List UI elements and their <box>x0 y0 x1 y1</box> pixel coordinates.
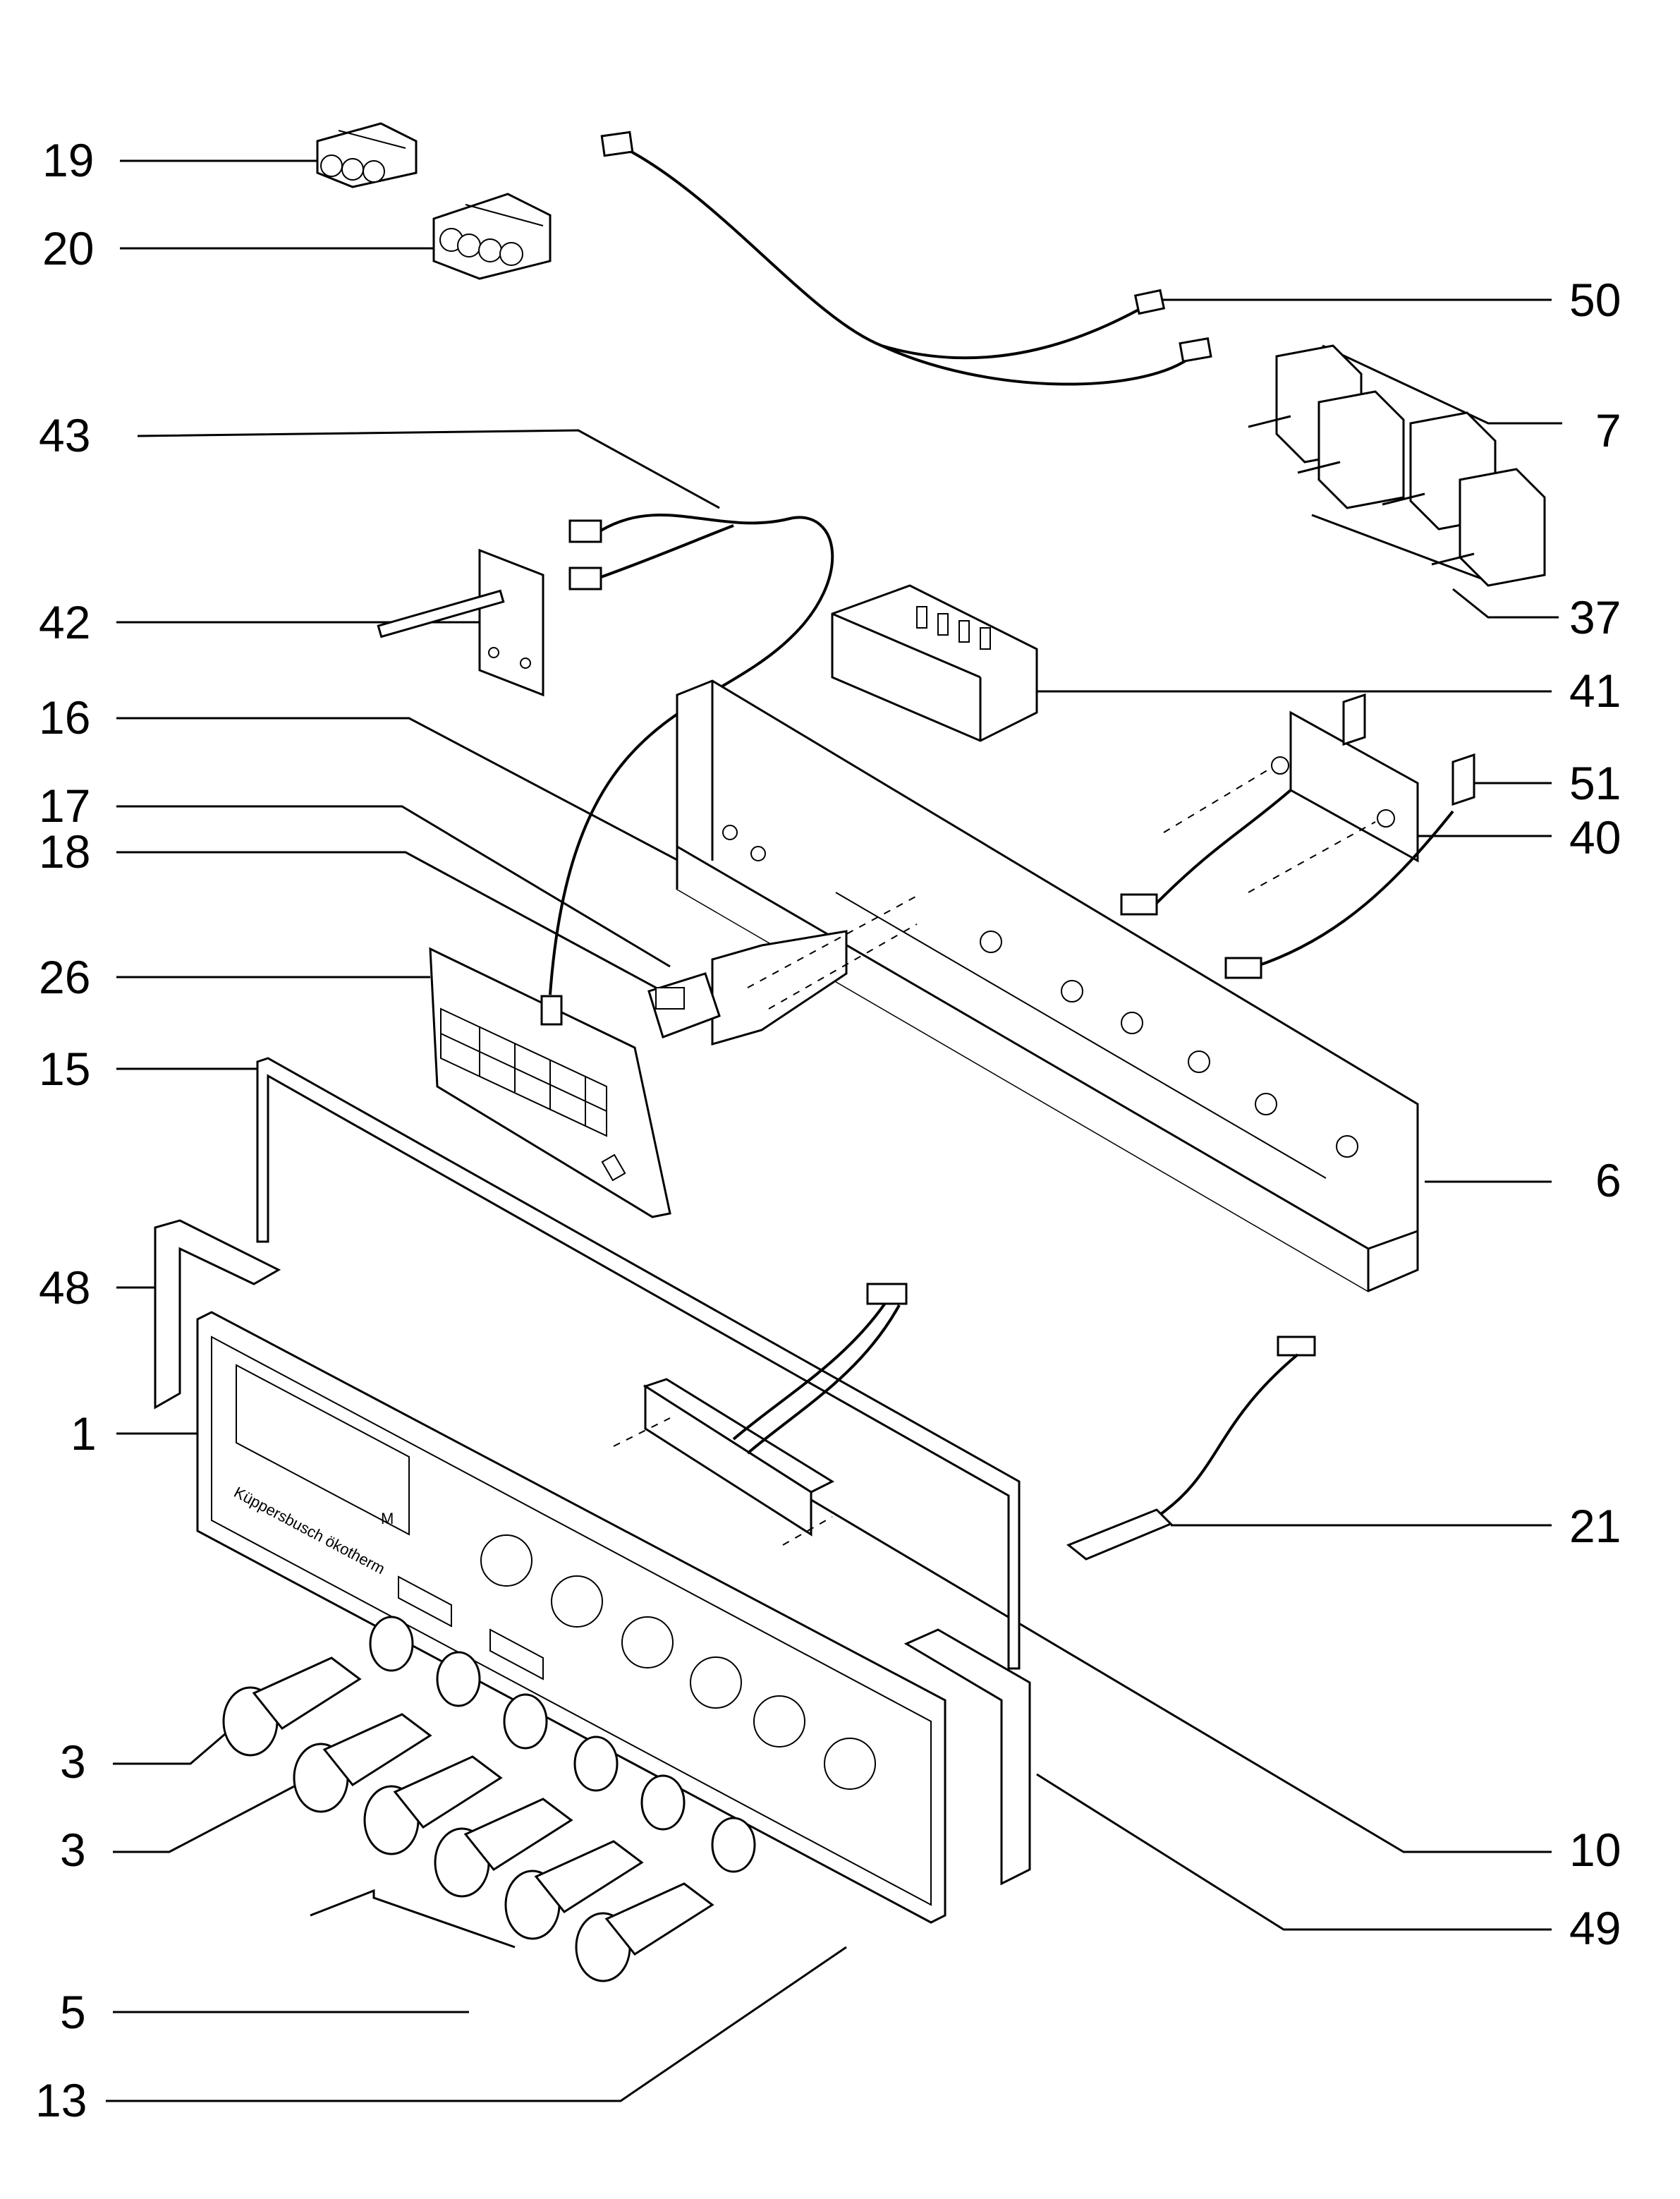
callout-16: 16 <box>39 691 90 744</box>
callout-48: 48 <box>39 1261 90 1314</box>
side-piece-48 <box>154 1219 281 1410</box>
callout-13: 13 <box>35 2074 87 2126</box>
trim-ring <box>436 1651 481 1707</box>
terminal-block-19 <box>316 122 418 188</box>
callout-15: 15 <box>39 1043 90 1095</box>
keypad-pcb-10 <box>613 1283 908 1546</box>
callout-5: 5 <box>60 1986 86 2038</box>
control-knob <box>575 1882 714 1982</box>
rotary-switch <box>1431 468 1546 587</box>
trim-ring <box>711 1817 756 1873</box>
sensor-cable-21 <box>1066 1335 1316 1561</box>
wire-harness-50 <box>600 131 1212 386</box>
callout-17: 17 <box>39 780 90 832</box>
trim-ring <box>503 1693 548 1750</box>
callout-1: 1 <box>71 1407 97 1460</box>
callouts-left: 19 20 43 42 16 17 18 26 15 48 1 3 3 5 13 <box>35 134 97 2126</box>
callout-18: 18 <box>39 825 90 878</box>
leader-lines <box>106 159 1562 2102</box>
control-housing-6 <box>676 679 1419 1292</box>
side-piece-49 <box>903 1628 1031 1886</box>
control-knob <box>434 1798 573 1898</box>
control-knob <box>504 1840 644 1940</box>
panel-menu-key-label: M <box>381 1510 394 1527</box>
frame-seal-15 <box>256 1057 1021 1670</box>
rotary-switches-7-37 <box>1248 344 1546 587</box>
callout-3b: 3 <box>60 1824 86 1876</box>
callout-37: 37 <box>1569 591 1621 643</box>
cable-43 <box>549 514 834 995</box>
relay-box-41 <box>831 584 1038 742</box>
callout-51: 51 <box>1569 757 1621 809</box>
control-panel-fascia-1: Küppersbusch ökotherm M <box>196 1311 946 1924</box>
callout-49: 49 <box>1569 1902 1621 1954</box>
callout-43: 43 <box>39 409 90 461</box>
callout-50: 50 <box>1569 274 1621 326</box>
bracket-40 <box>1120 710 1454 979</box>
callout-3a: 3 <box>60 1735 86 1788</box>
callout-41: 41 <box>1569 665 1621 717</box>
callout-7: 7 <box>1595 404 1621 456</box>
rotary-switch <box>1297 390 1405 509</box>
callout-42: 42 <box>39 596 90 648</box>
callout-40: 40 <box>1569 811 1621 864</box>
switch-assembly-16-17-18 <box>647 895 918 1046</box>
callout-10: 10 <box>1569 1824 1621 1876</box>
terminal-block-20 <box>432 193 552 280</box>
callout-19: 19 <box>42 134 94 186</box>
callout-20: 20 <box>42 222 94 274</box>
knobs-and-rings <box>222 1616 756 1982</box>
control-knob <box>222 1656 362 1757</box>
control-knob <box>293 1713 432 1813</box>
potentiometer-42 <box>377 548 544 697</box>
clip-51 <box>1342 693 1475 806</box>
callout-21: 21 <box>1569 1500 1621 1552</box>
display-pcb-26 <box>429 947 671 1218</box>
trim-ring <box>369 1616 414 1672</box>
control-knob <box>363 1755 503 1855</box>
callouts-right: 50 7 37 41 51 40 6 21 10 49 <box>1569 274 1621 1954</box>
trim-ring <box>640 1774 686 1831</box>
callout-6: 6 <box>1595 1154 1621 1206</box>
trim-ring <box>573 1735 619 1792</box>
callout-26: 26 <box>39 951 90 1003</box>
